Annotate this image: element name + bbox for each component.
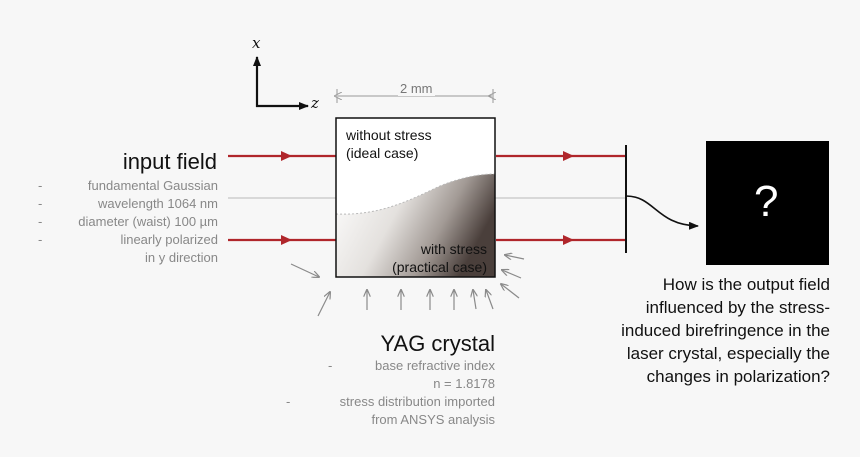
stress-arrows	[290, 255, 525, 317]
signal-curve	[625, 195, 699, 230]
yag-crystal-title: YAG crystal	[380, 331, 495, 356]
stress-arrow	[473, 290, 476, 310]
bullet-item: from ANSYS analysis	[371, 412, 495, 427]
bullet-item: in y direction	[145, 250, 218, 265]
stress-arrow	[501, 284, 520, 299]
input-field-bullets: -fundamental Gaussian -wavelength 1064 n…	[30, 177, 218, 267]
crystal-label-stressed: with stress (practical case)	[392, 241, 487, 275]
question-mark-icon: ?	[754, 177, 779, 226]
yag-crystal-bullets: -base refractive index n = 1.8178 -stres…	[282, 357, 495, 429]
output-field-box	[706, 141, 829, 265]
bullet-item: -diameter (waist) 100 µm	[38, 214, 218, 229]
bullet-item: -linearly polarized	[38, 232, 218, 247]
research-question: How is the output field influenced by th…	[621, 275, 830, 386]
dimension-label: 2 mm	[398, 81, 435, 96]
dimension-line	[337, 89, 493, 103]
bullet-item: -stress distribution imported	[286, 394, 495, 409]
stress-arrow	[290, 263, 319, 277]
stress-arrow	[317, 292, 330, 317]
output-beams	[496, 151, 626, 245]
bullet-item: n = 1.8178	[433, 376, 495, 391]
crystal-label-ideal: without stress (ideal case)	[346, 127, 432, 161]
x-axis-label: x	[252, 34, 261, 52]
coordinate-axes	[253, 56, 309, 110]
yag-crystal-box	[335, 117, 496, 278]
stress-arrow	[502, 270, 522, 279]
stress-region	[336, 174, 495, 277]
input-beams	[228, 151, 336, 245]
bullet-item: -fundamental Gaussian	[38, 178, 218, 193]
stress-arrow	[505, 255, 525, 259]
bullet-item: -base refractive index	[328, 358, 495, 373]
stress-arrow	[486, 290, 494, 310]
z-axis-label: z	[311, 94, 319, 112]
input-field-title: input field	[122, 149, 217, 174]
bullet-item: -wavelength 1064 nm	[38, 196, 218, 211]
